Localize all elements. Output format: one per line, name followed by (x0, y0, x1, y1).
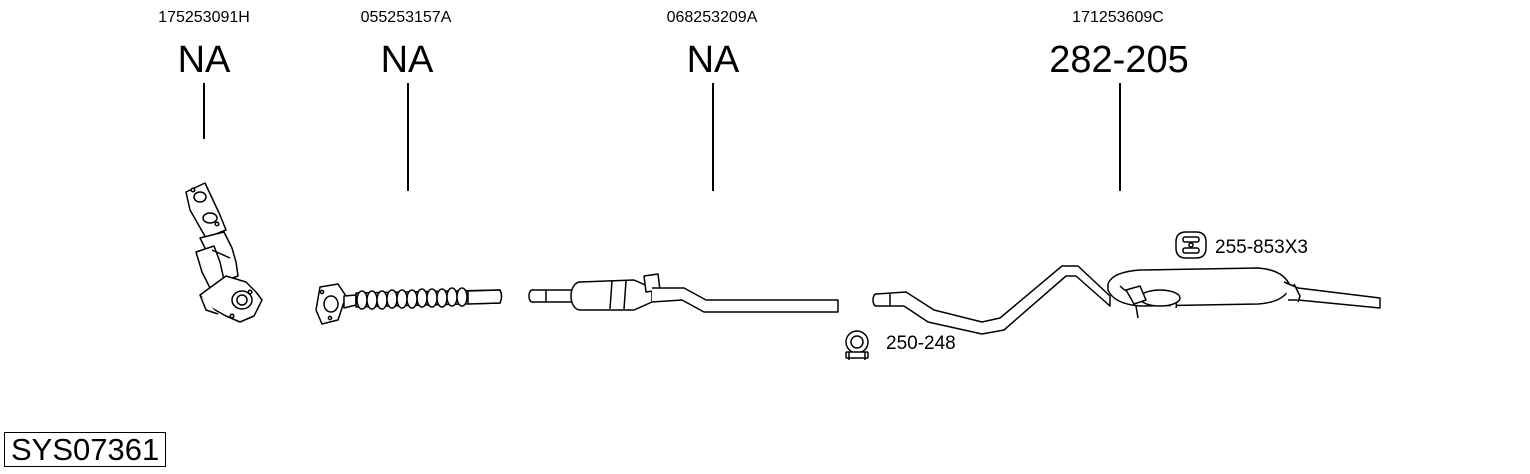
system-code: SYS07361 (4, 432, 167, 467)
part-1-oem-number: 175253091H (158, 9, 250, 26)
part-4-leader-line (1119, 83, 1121, 191)
part-1-reference[interactable]: NA (177, 39, 231, 81)
part-4-oem-number: 171253609C (1072, 9, 1164, 26)
rear-silencer-drawing[interactable] (873, 266, 1380, 334)
rubber-hanger-icon[interactable] (1176, 232, 1206, 258)
flex-pipe-drawing[interactable] (316, 284, 502, 324)
part-4-reference[interactable]: 282-205 (1049, 39, 1189, 81)
hanger-part-number[interactable]: 255-853X3 (1215, 237, 1308, 258)
part-2-oem-number: 055253157A (360, 9, 452, 26)
part-2-leader-line (407, 83, 409, 191)
part-2-reference[interactable]: NA (380, 39, 434, 81)
clamp-icon[interactable] (846, 331, 868, 360)
part-3-leader-line (712, 83, 714, 191)
front-pipe-drawing[interactable] (186, 183, 262, 322)
clamp-part-number[interactable]: 250-248 (886, 333, 956, 354)
centre-silencer-drawing[interactable] (529, 274, 838, 312)
part-3-reference[interactable]: NA (686, 39, 740, 81)
part-1-leader-line (203, 83, 205, 139)
part-3-oem-number: 068253209A (666, 9, 758, 26)
